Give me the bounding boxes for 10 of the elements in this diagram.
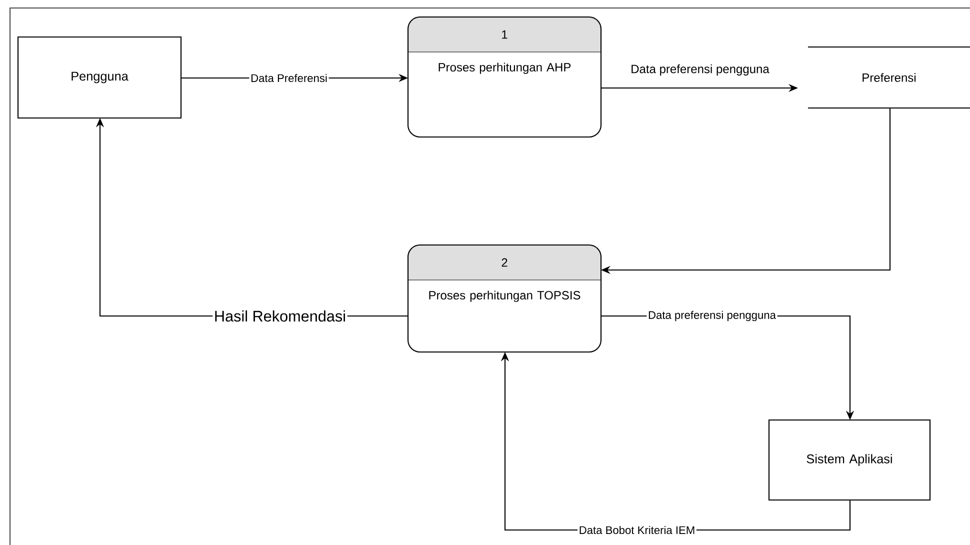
edge-label: Data Bobot Kriteria IEM [578,524,696,536]
process-box: 2 Proses perhitungan TOPSIS [407,244,602,353]
process-box: 1 Proses perhitungan AHP [407,16,602,138]
edge-label: Hasil Rekomendasi [212,309,348,323]
edge-label: Data preferensi pengguna [646,310,778,322]
entity-box: Pengguna [17,36,182,119]
edge-label: Data preferensi pengguna [632,64,770,76]
data-store: Preferensi [808,46,970,109]
entity-box: Sistem Aplikasi [768,419,931,501]
edge-label: Data Preferensi [249,72,329,84]
